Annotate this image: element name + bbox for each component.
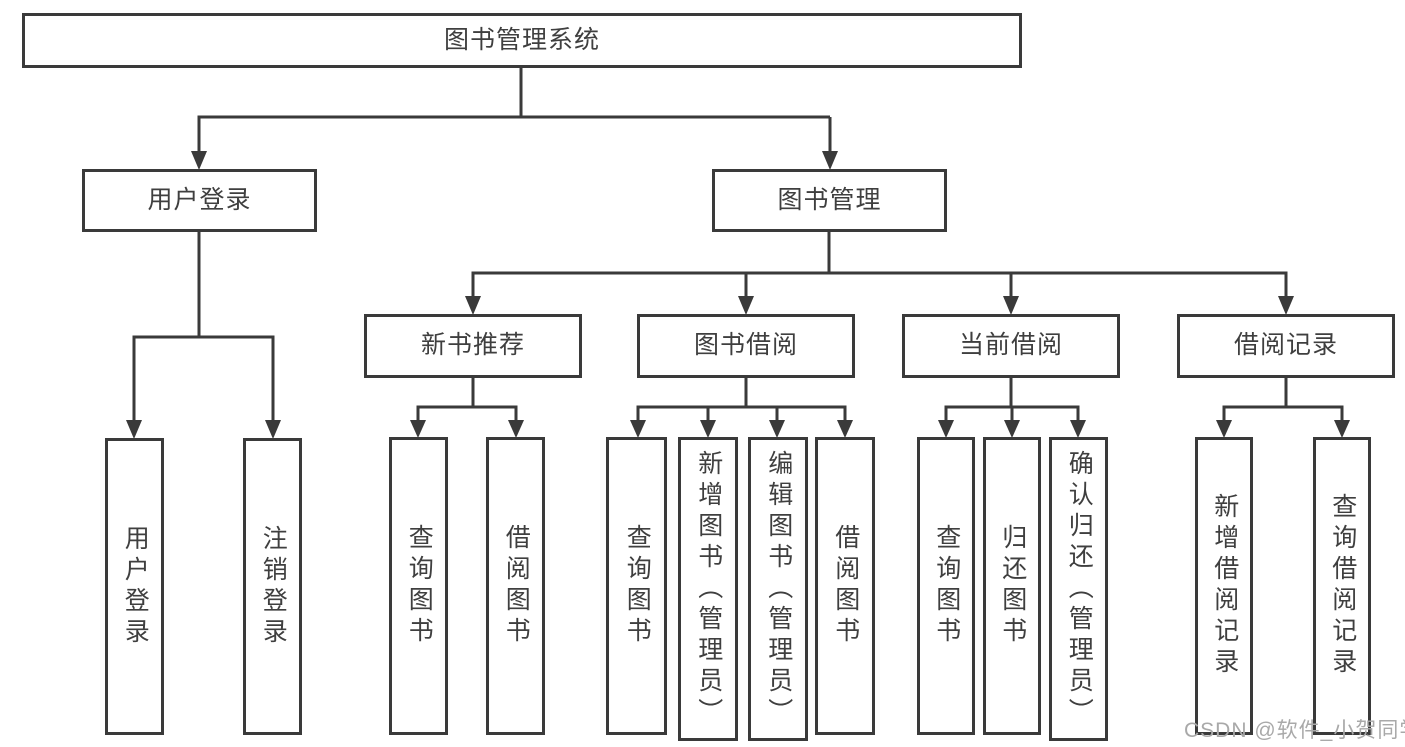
- node-new-book-recommend: 新书推荐: [364, 314, 582, 378]
- connector-book-borrow-to-children: [636, 378, 847, 422]
- node-root-library-system: 图书管理系统: [22, 13, 1022, 68]
- node-borrow-books-recommend: 借阅图书: [486, 437, 545, 735]
- node-query-books-current: 查询图书: [917, 437, 975, 735]
- node-book-borrow: 图书借阅: [637, 314, 855, 378]
- node-borrow-books-action: 借阅图书: [815, 437, 875, 735]
- node-edit-book-admin: 编辑图书（管理员）: [748, 437, 808, 741]
- connector-borrow-records-to-children: [1222, 378, 1344, 422]
- node-query-borrow-record: 查询借阅记录: [1313, 437, 1371, 735]
- node-user-login-module: 用户登录: [82, 169, 317, 232]
- connector-current-borrow-to-children: [944, 378, 1080, 422]
- node-current-borrow: 当前借阅: [902, 314, 1120, 378]
- node-query-books-recommend: 查询图书: [389, 437, 448, 735]
- connector-user-login-to-children: [132, 232, 275, 422]
- node-logout-action: 注销登录: [243, 438, 302, 735]
- node-query-books-borrow: 查询图书: [606, 437, 667, 735]
- connector-book-management-to-level3: [471, 232, 1288, 299]
- connector-new-book-to-children: [416, 378, 518, 422]
- node-user-login-action: 用户登录: [105, 438, 164, 735]
- node-confirm-return-admin: 确认归还（管理员）: [1049, 437, 1108, 741]
- node-return-books: 归还图书: [983, 437, 1041, 735]
- node-book-management-module: 图书管理: [712, 169, 947, 232]
- connector-root-to-level2: [197, 68, 832, 154]
- node-add-borrow-record: 新增借阅记录: [1195, 437, 1253, 735]
- node-borrow-records: 借阅记录: [1177, 314, 1395, 378]
- node-add-book-admin: 新增图书（管理员）: [678, 437, 738, 741]
- csdn-watermark: CSDN @软件_小贺同学: [1184, 719, 1405, 742]
